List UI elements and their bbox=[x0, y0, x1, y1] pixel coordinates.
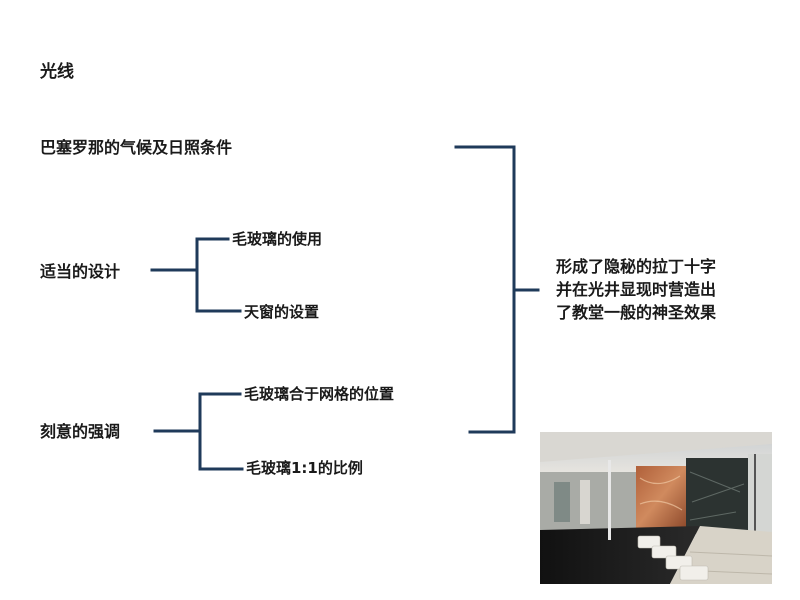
emphasis-item-ratio: 毛玻璃1:1的比例 bbox=[246, 459, 363, 477]
factor-climate: 巴塞罗那的气候及日照条件 bbox=[40, 138, 233, 157]
factor-emphasis-label: 刻意的强调 bbox=[40, 422, 121, 441]
diagram-title: 光线 bbox=[40, 62, 74, 82]
result-line-1: 形成了隐秘的拉丁十字 bbox=[556, 257, 717, 276]
factor-design-label: 适当的设计 bbox=[40, 262, 121, 281]
pavilion-interior-photo bbox=[540, 432, 772, 584]
result-text: 形成了隐秘的拉丁十字 并在光井显现时营造出 了教堂一般的神圣效果 bbox=[556, 255, 776, 324]
result-line-2: 并在光井显现时营造出 bbox=[556, 280, 717, 299]
design-bracket bbox=[195, 237, 242, 313]
design-item-skylight: 天窗的设置 bbox=[244, 303, 320, 321]
combine-bracket bbox=[454, 145, 516, 434]
emphasis-item-grid-position: 毛玻璃合于网格的位置 bbox=[244, 385, 395, 403]
emphasis-bracket bbox=[198, 392, 244, 471]
result-line-3: 了教堂一般的神圣效果 bbox=[556, 303, 717, 322]
design-item-frosted-glass: 毛玻璃的使用 bbox=[232, 230, 323, 248]
